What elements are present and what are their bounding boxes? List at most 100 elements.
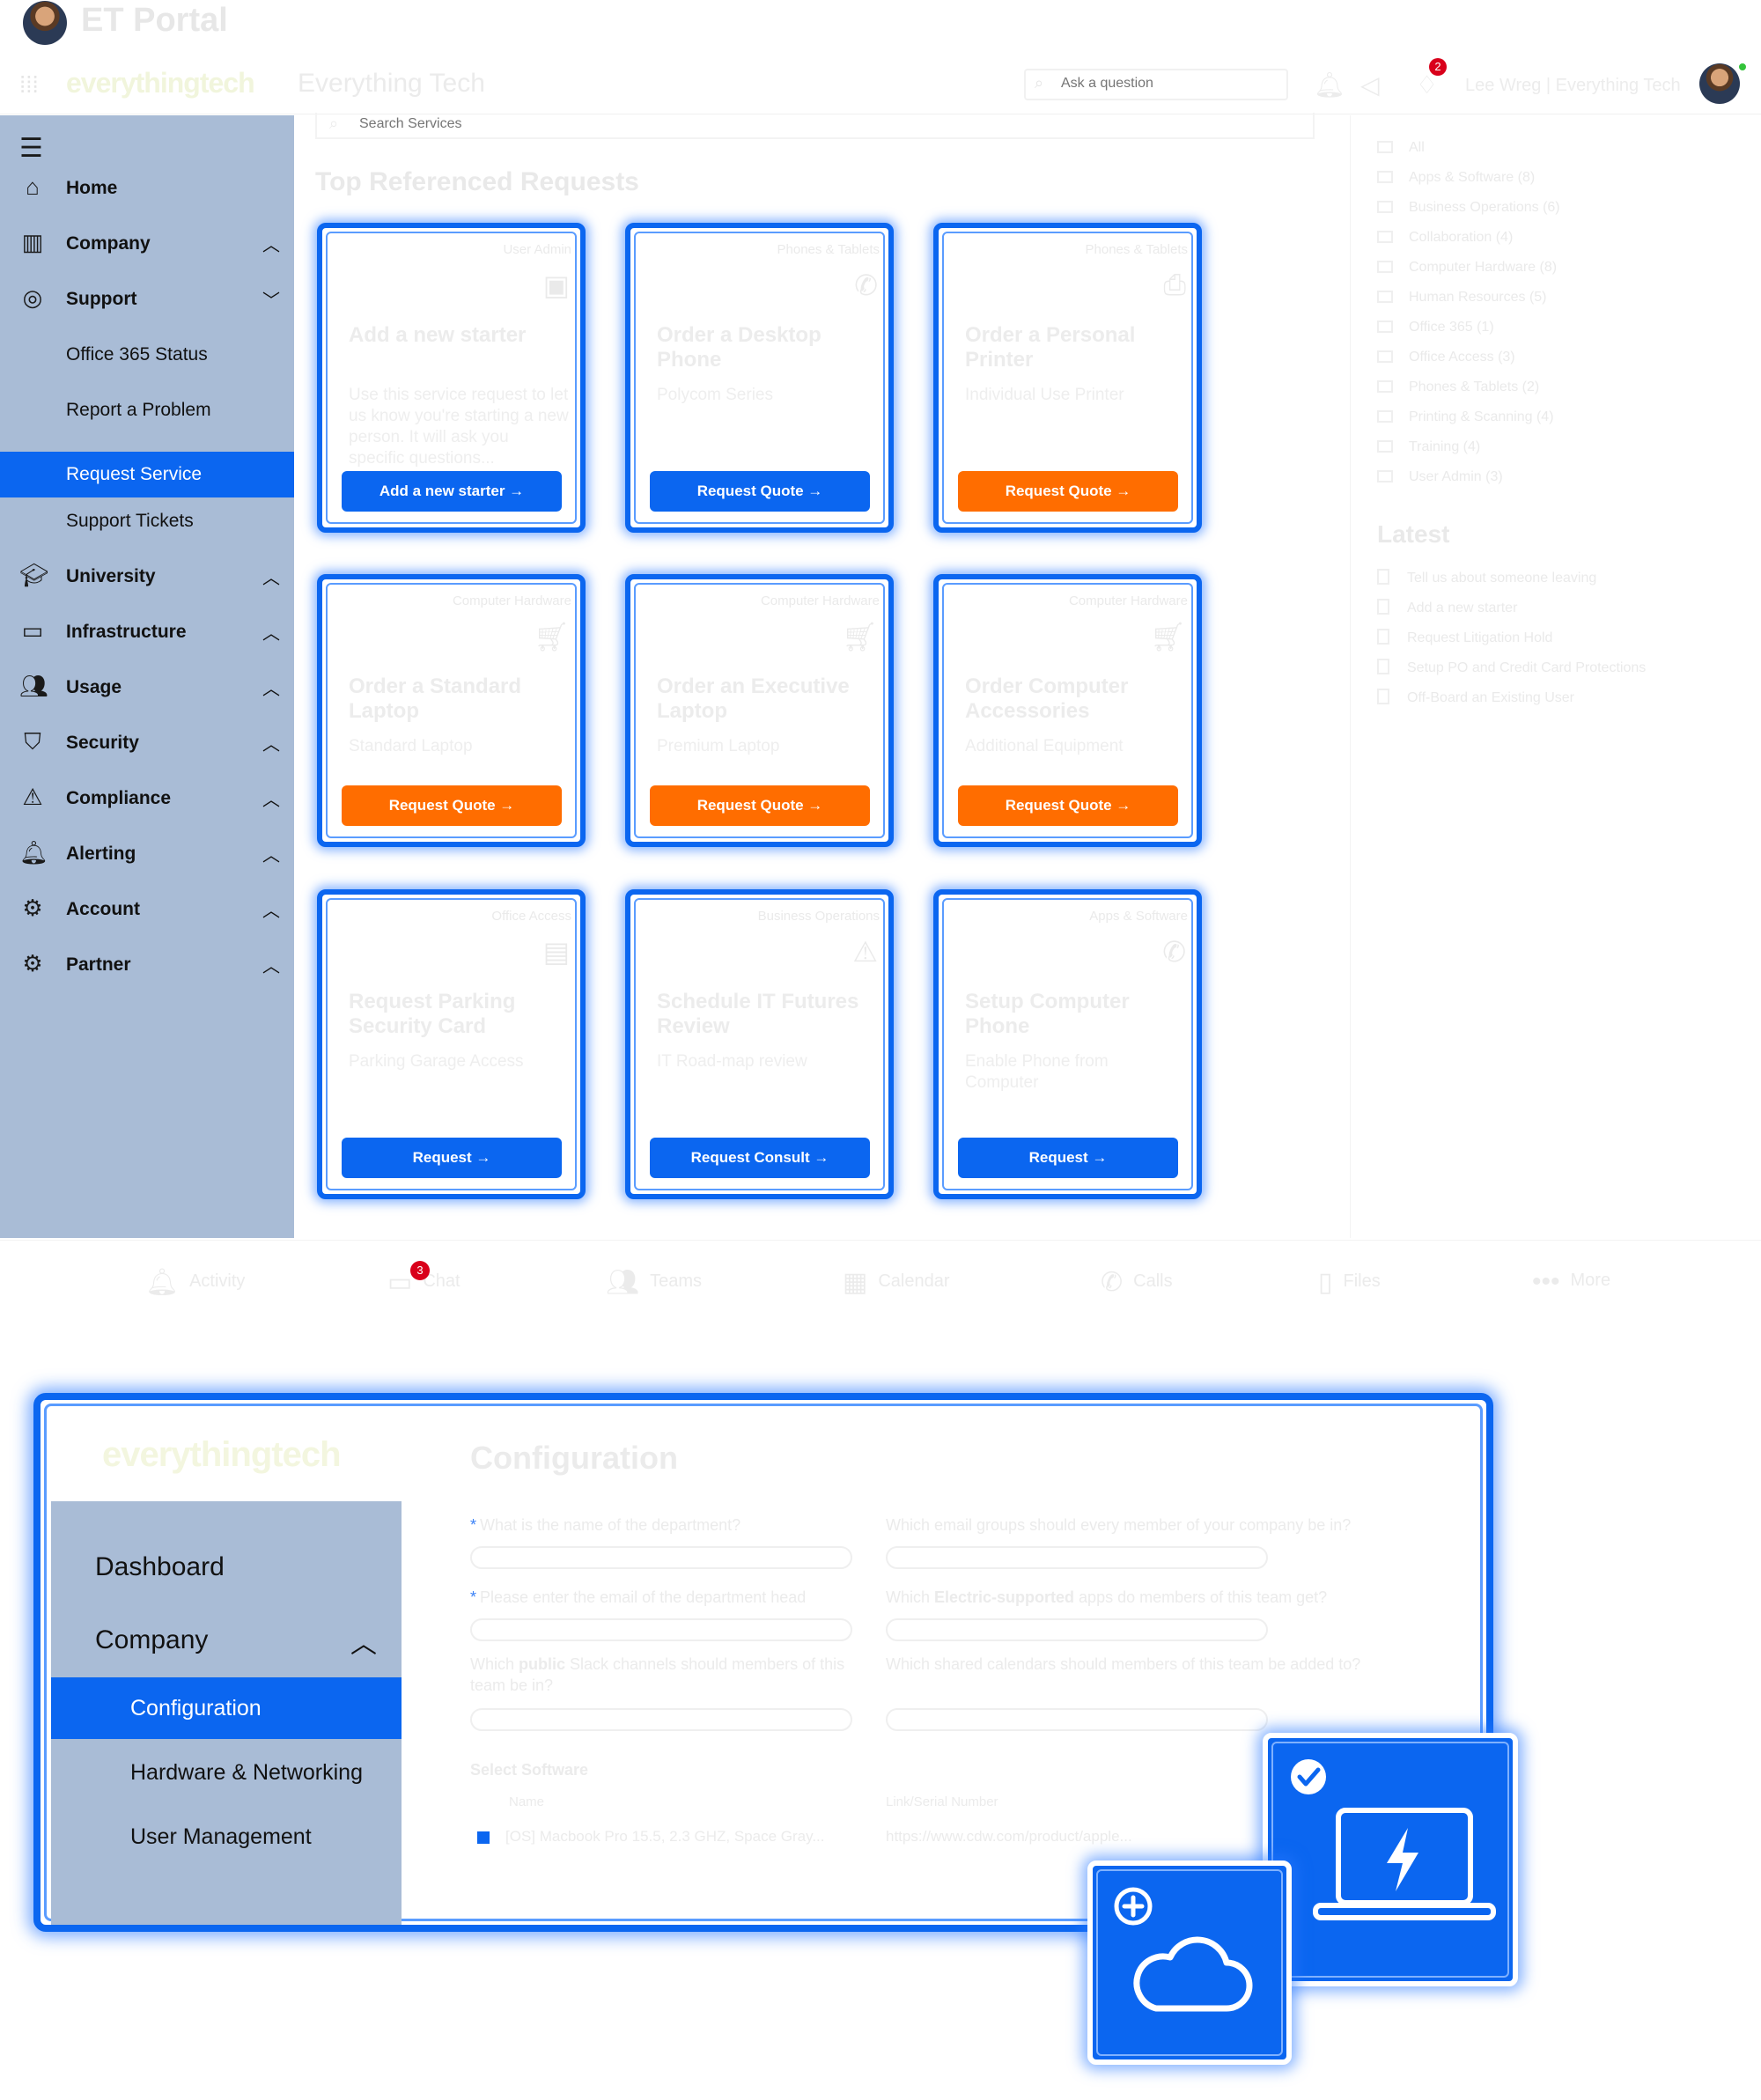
- sidebar-item-company[interactable]: ▥ Company ︿: [0, 220, 294, 266]
- sidebar-item-infrastructure[interactable]: ▭ Infrastructure ︿: [0, 608, 294, 654]
- latest-item[interactable]: Off-Board an Existing User: [1377, 689, 1574, 706]
- request-quote-button[interactable]: Request Quote →: [650, 785, 870, 826]
- request-button[interactable]: Request →: [342, 1138, 562, 1178]
- card-category: User Admin: [503, 242, 571, 257]
- checkbox[interactable]: [1377, 440, 1393, 453]
- checkbox[interactable]: [1377, 201, 1393, 213]
- checkbox[interactable]: [1377, 231, 1393, 243]
- sidebar-item-support[interactable]: ◎ Support ﹀: [0, 276, 294, 321]
- service-card-computer-phone[interactable]: Apps & Software ✆ Setup Computer Phone E…: [933, 889, 1202, 1199]
- alerts-icon[interactable]: ♢: [1416, 71, 1439, 99]
- nav-hardware-networking[interactable]: Hardware & Networking: [51, 1742, 402, 1803]
- chevron-up-icon: ︿: [262, 624, 280, 644]
- tab-chat[interactable]: ▭Chat: [387, 1267, 461, 1298]
- hamburger-menu-icon[interactable]: ☰: [19, 134, 43, 163]
- filter-all[interactable]: All: [1377, 140, 1425, 161]
- request-quote-button[interactable]: Request Quote →: [958, 471, 1178, 512]
- add-new-starter-button[interactable]: Add a new starter →: [342, 471, 562, 512]
- checkbox[interactable]: [1377, 261, 1393, 273]
- checkbox[interactable]: [1377, 141, 1393, 153]
- tab-calendar[interactable]: ▦Calendar: [843, 1267, 950, 1298]
- tab-teams[interactable]: 👥︎Teams: [606, 1267, 702, 1298]
- search-services-box[interactable]: ⌕: [315, 113, 1315, 139]
- filter-office-365[interactable]: Office 365 (1): [1377, 320, 1494, 341]
- software-row-checkbox[interactable]: [477, 1831, 490, 1844]
- question-text: What is the name of the department?: [480, 1516, 741, 1534]
- latest-item[interactable]: Request Litigation Hold: [1377, 629, 1552, 646]
- checkbox[interactable]: [1377, 171, 1393, 183]
- checkbox[interactable]: [1377, 350, 1393, 363]
- filter-office-access[interactable]: Office Access (3): [1377, 350, 1515, 371]
- service-card-add-new-starter[interactable]: User Admin ▣ Add a new starter Use this …: [317, 223, 586, 533]
- filter-printing-scanning[interactable]: Printing & Scanning (4): [1377, 409, 1554, 431]
- latest-item[interactable]: Setup PO and Credit Card Protections: [1377, 659, 1646, 676]
- department-head-email-input[interactable]: [470, 1618, 852, 1641]
- ask-question-box[interactable]: ⌕: [1024, 69, 1288, 100]
- service-card-computer-accessories[interactable]: Computer Hardware 🛒︎ Order Computer Acce…: [933, 574, 1202, 847]
- user-avatar[interactable]: [1699, 63, 1740, 104]
- card-description: Standard Laptop: [349, 737, 473, 755]
- app-launcher-icon[interactable]: ⁞⁞⁞: [19, 71, 39, 98]
- sidebar-item-alerting[interactable]: 🔔︎ Alerting ︿: [0, 830, 294, 876]
- sidebar-item-usage[interactable]: 👥︎ Usage ︿: [0, 664, 294, 710]
- filter-human-resources[interactable]: Human Resources (5): [1377, 290, 1547, 311]
- checkbox[interactable]: [1377, 321, 1393, 333]
- request-button[interactable]: Request →: [958, 1138, 1178, 1178]
- checkbox[interactable]: [1377, 410, 1393, 423]
- sidebar-item-office-365-status[interactable]: Office 365 Status: [0, 331, 294, 377]
- cloud-tile[interactable]: [1087, 1861, 1292, 2065]
- tab-more[interactable]: •••More: [1532, 1267, 1610, 1297]
- phone-icon: ✆: [1101, 1268, 1124, 1297]
- shared-calendars-input[interactable]: [886, 1708, 1268, 1731]
- sidebar-item-report-a-problem[interactable]: Report a Problem: [0, 387, 294, 432]
- service-card-parking-card[interactable]: Office Access ▤ Request Parking Security…: [317, 889, 586, 1199]
- latest-item[interactable]: Tell us about someone leaving: [1377, 569, 1596, 586]
- sidebar-item-university[interactable]: 🎓︎ University ︿: [0, 553, 294, 599]
- service-card-standard-laptop[interactable]: Computer Hardware 🛒︎ Order a Standard La…: [317, 574, 586, 847]
- filter-apps-software[interactable]: Apps & Software (8): [1377, 170, 1535, 191]
- megaphone-icon[interactable]: ◁: [1360, 71, 1380, 99]
- sidebar-item-request-service[interactable]: Request Service: [0, 452, 294, 497]
- service-card-personal-printer[interactable]: Phones & Tablets ⎙ Order a Personal Prin…: [933, 223, 1202, 533]
- request-quote-button[interactable]: Request Quote →: [342, 785, 562, 826]
- sidebar-item-home[interactable]: ⌂ Home: [0, 165, 294, 210]
- tab-files[interactable]: ▯Files: [1318, 1267, 1381, 1298]
- filter-phones-tablets[interactable]: Phones & Tablets (2): [1377, 379, 1539, 401]
- nav-company[interactable]: Company ︿: [51, 1610, 402, 1671]
- checkbox[interactable]: [1377, 291, 1393, 303]
- tab-activity[interactable]: 🔔︎Activity: [145, 1267, 245, 1298]
- filter-collaboration[interactable]: Collaboration (4): [1377, 230, 1513, 251]
- request-quote-button[interactable]: Request Quote →: [650, 471, 870, 512]
- laptop-tile[interactable]: [1263, 1733, 1518, 1986]
- service-card-it-futures-review[interactable]: Business Operations ⚠︎ Schedule IT Futur…: [625, 889, 894, 1199]
- sidebar-item-security[interactable]: ⛉ Security ︿: [0, 719, 294, 765]
- nav-configuration[interactable]: Configuration: [51, 1677, 402, 1739]
- department-name-input[interactable]: [470, 1546, 852, 1569]
- sidebar-item-support-tickets[interactable]: Support Tickets: [0, 497, 294, 543]
- nav-user-management[interactable]: User Management: [51, 1806, 402, 1868]
- search-services-input[interactable]: [359, 116, 542, 132]
- service-card-executive-laptop[interactable]: Computer Hardware 🛒︎ Order an Executive …: [625, 574, 894, 847]
- email-groups-input[interactable]: [886, 1546, 1268, 1569]
- checkbox[interactable]: [1377, 380, 1393, 393]
- sidebar-item-compliance[interactable]: ⚠︎ Compliance ︿: [0, 775, 294, 821]
- slack-channels-input[interactable]: [470, 1708, 852, 1731]
- checkbox[interactable]: [1377, 470, 1393, 483]
- filter-computer-hardware[interactable]: Computer Hardware (8): [1377, 260, 1557, 281]
- ask-question-input[interactable]: [1061, 76, 1272, 92]
- sidebar-item-account[interactable]: ⚙︎ Account ︿: [0, 886, 294, 932]
- user-label[interactable]: Lee Wreg | Everything Tech: [1465, 76, 1681, 95]
- sidebar-item-partner[interactable]: ⚙︎ Partner ︿: [0, 941, 294, 987]
- request-quote-button[interactable]: Request Quote →: [958, 785, 1178, 826]
- apps-input[interactable]: [886, 1618, 1268, 1641]
- tab-calls[interactable]: ✆Calls: [1101, 1267, 1173, 1298]
- latest-item[interactable]: Add a new starter: [1377, 599, 1517, 616]
- service-card-desktop-phone[interactable]: Phones & Tablets ✆ Order a Desktop Phone…: [625, 223, 894, 533]
- request-consult-button[interactable]: Request Consult →: [650, 1138, 870, 1178]
- filter-training[interactable]: Training (4): [1377, 439, 1480, 461]
- nav-dashboard[interactable]: Dashboard: [51, 1536, 402, 1598]
- bell-icon[interactable]: 🔔︎: [1314, 71, 1345, 99]
- software-row-link[interactable]: https://www.cdw.com/product/apple...: [886, 1828, 1132, 1845]
- filter-user-admin[interactable]: User Admin (3): [1377, 469, 1503, 490]
- filter-business-operations[interactable]: Business Operations (6): [1377, 200, 1560, 221]
